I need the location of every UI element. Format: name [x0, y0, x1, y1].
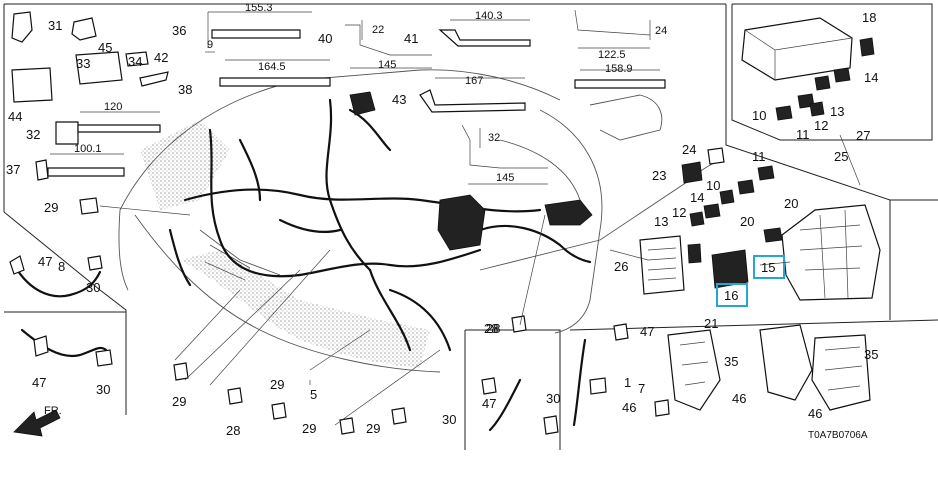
dim-label: 158.9	[605, 63, 633, 75]
callout-label: 46	[732, 391, 746, 406]
frame-lines	[3, 3, 938, 450]
callout-label: 18	[862, 10, 876, 25]
callout-label: 37	[6, 162, 20, 177]
callout-15-highlight	[753, 255, 785, 279]
callout-label: 35	[864, 347, 878, 362]
callout-label: 43	[392, 92, 406, 107]
dim-label: 167	[465, 75, 483, 87]
callout-label: 13	[830, 104, 844, 119]
dimension-brackets	[47, 9, 666, 185]
callout-label: 47	[640, 324, 654, 339]
dim-label: 122.5	[598, 49, 626, 61]
callout-label: 30	[546, 391, 560, 406]
callout-label: 29	[44, 200, 58, 215]
dim-label: 22	[372, 24, 384, 36]
callout-label: 27	[856, 128, 870, 143]
callout-label: 11	[796, 127, 810, 142]
callout-label: 31	[48, 18, 62, 33]
callout-label: 30	[96, 382, 110, 397]
diagram-code: T0A7B0706A	[808, 430, 868, 441]
dim-label: 140.3	[475, 10, 503, 22]
callout-label: 15	[761, 260, 775, 275]
callout-label: 41	[404, 31, 418, 46]
callout-label: 24	[682, 142, 696, 157]
callout-label: 30	[442, 412, 456, 427]
part-45-shape	[75, 51, 123, 85]
callout-label: 47	[482, 396, 496, 411]
part-37-shape	[35, 159, 49, 181]
callout-label: 21	[704, 316, 718, 331]
callout-label: 46	[622, 400, 636, 415]
callout-label: 14	[864, 70, 878, 85]
callout-label: 8	[58, 259, 65, 274]
top-left-parts	[11, 11, 169, 181]
callout-label: 28	[484, 321, 498, 336]
car-body-outline	[118, 69, 721, 373]
labels: T0A7B0706A FR. 155.3 22 140.3 24 122.5 9…	[6, 2, 878, 441]
callout-label: 10	[752, 108, 766, 123]
callout-label: 40	[318, 31, 332, 46]
dim-label: 24	[655, 25, 667, 37]
leader-lines	[99, 134, 861, 426]
callout-label: 33	[76, 56, 90, 71]
fuse-box-inset	[741, 17, 875, 121]
callout-label: 36	[172, 23, 186, 38]
callout-label: 29	[172, 394, 186, 409]
callout-label: 12	[672, 205, 686, 220]
right-fuse-parts	[639, 147, 881, 307]
callout-label: 29	[302, 421, 316, 436]
callout-label: 28	[226, 423, 240, 438]
callout-label: 16	[724, 288, 738, 303]
dim-label: 145	[496, 172, 514, 184]
callout-label: 47	[32, 375, 46, 390]
callout-label: 29	[270, 377, 284, 392]
callout-label: 30	[86, 280, 100, 295]
bottom-cables-brackets	[173, 315, 871, 435]
callout-label: 26	[614, 259, 628, 274]
callout-label: 11	[752, 149, 766, 164]
front-arrow-icon	[13, 409, 61, 437]
dim-label: 32	[488, 132, 500, 144]
callout-label: 35	[724, 354, 738, 369]
callout-label: 34	[128, 54, 142, 69]
callout-label: 45	[98, 40, 112, 55]
front-label: FR.	[44, 405, 62, 417]
callout-16-highlight	[716, 283, 748, 307]
part-42-shape	[139, 71, 169, 87]
callout-label: 44	[8, 109, 22, 124]
ground-cables-left	[9, 197, 113, 367]
callout-label: 46	[808, 406, 822, 421]
part-33-shape	[71, 17, 97, 41]
part-44-shape	[11, 67, 53, 103]
dim-label: 164.5	[258, 61, 286, 73]
callout-label: 7	[638, 381, 645, 396]
callout-label: 29	[366, 421, 380, 436]
callout-label: 20	[740, 214, 754, 229]
callout-label: 23	[652, 168, 666, 183]
dim-label: 155.3	[245, 2, 273, 14]
part-32-shape	[55, 121, 79, 145]
dim-label: 145	[378, 59, 396, 71]
callout-label: 28	[486, 321, 500, 336]
callout-label: 13	[654, 214, 668, 229]
callout-label: 25	[834, 149, 848, 164]
callout-label: 10	[706, 178, 720, 193]
main-wire-harness	[168, 91, 593, 352]
part-31-shape	[11, 11, 33, 43]
dim-label: 9	[207, 39, 213, 51]
callout-label: 38	[178, 82, 192, 97]
callout-label: 47	[38, 254, 52, 269]
callout-label: 12	[814, 118, 828, 133]
callout-label: 32	[26, 127, 40, 142]
callout-label: 20	[784, 196, 798, 211]
part-34-shape	[125, 51, 149, 67]
callout-label: 5	[310, 387, 317, 402]
dim-label: 120	[104, 101, 122, 113]
callout-label: 14	[690, 190, 704, 205]
callout-label: 42	[154, 50, 168, 65]
callout-label: 1	[624, 375, 631, 390]
dim-label: 100.1	[74, 143, 102, 155]
